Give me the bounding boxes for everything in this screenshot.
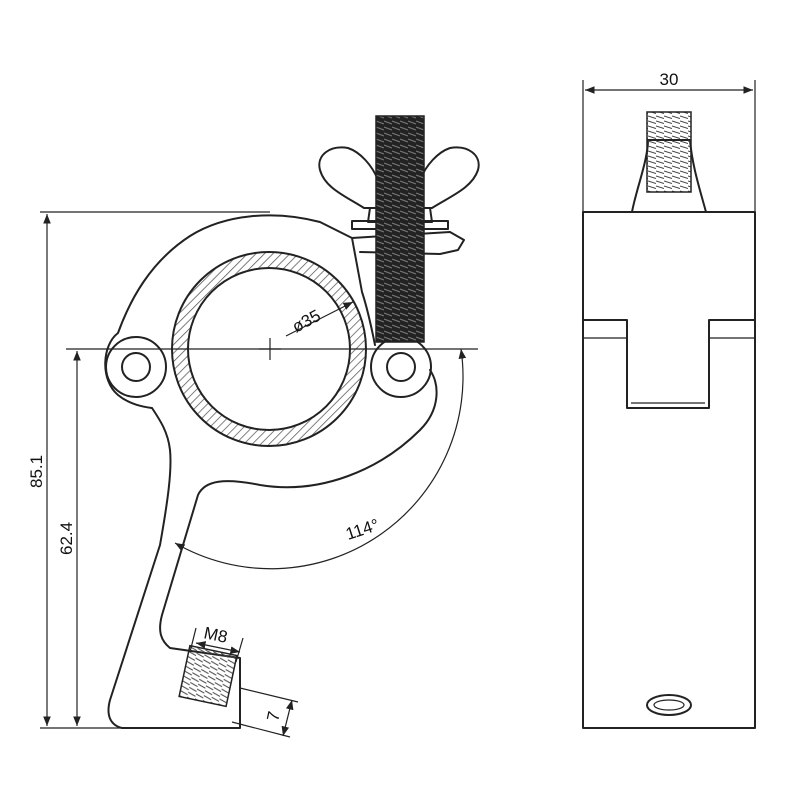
m8-ext-left [189,627,197,653]
side-view: 30 [582,70,756,729]
overall-height-label: 85.1 [27,455,46,488]
left-ear-hole [121,352,151,382]
m8-ext-right [235,637,244,663]
latch-tab [351,231,465,255]
opening-angle-label: 114° [343,515,381,544]
bottom-thread [178,644,238,708]
side-slot [582,319,756,409]
left-ear-boss [105,336,167,398]
bottom-hole-inner [653,699,685,711]
thread7-ext-top [239,687,299,703]
thread7-ext-bottom [231,721,291,738]
front-view: ø35 114° M8 7 85.1 62.4 [27,115,480,738]
side-body [582,211,756,729]
bottom-hole-outer [646,694,692,716]
bolt-thread [375,115,425,343]
right-ear-hole [386,352,416,382]
hole-height-label: 62.4 [57,522,76,555]
thread-size-label: M8 [202,623,229,646]
width-label: 30 [660,70,679,89]
thread-length-label: 7 [263,710,284,723]
side-bolt-thread [646,111,692,193]
diameter-leader [285,301,354,337]
angle-arc [174,348,467,570]
right-ear-boss [370,336,432,398]
m8-dim-line [195,641,241,654]
thread7-dim-line [281,699,294,737]
